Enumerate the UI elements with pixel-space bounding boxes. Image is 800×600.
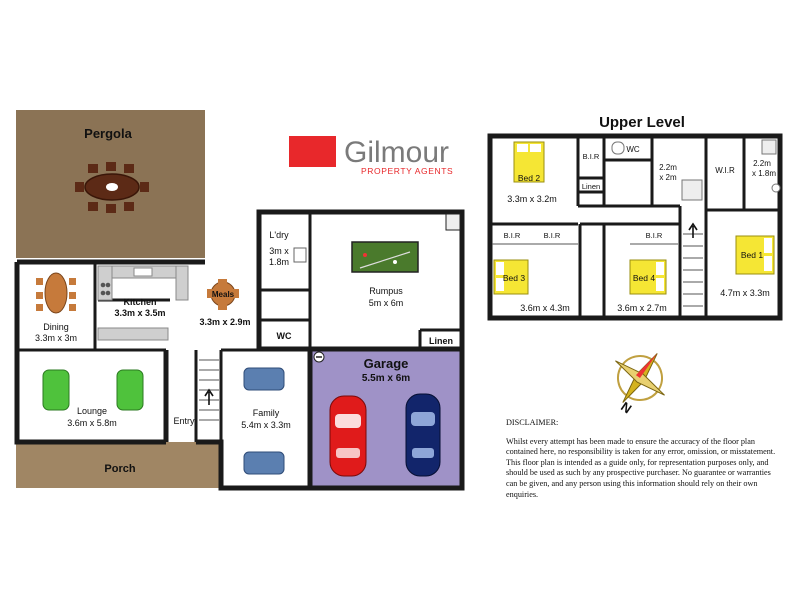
dining-table-icon (36, 272, 76, 314)
bed4-label: Bed 4 (633, 273, 655, 283)
bed3-size: 3.6m x 4.3m (520, 303, 570, 313)
ensuite-size-a: 2.2m (753, 159, 771, 168)
bed2-label: Bed 2 (518, 173, 540, 183)
kitchen-size: 3.3m x 3.5m (114, 308, 165, 318)
porch-label: Porch (104, 463, 135, 475)
toilet-icon (611, 141, 625, 155)
upper-linen-label: Linen (582, 182, 600, 191)
logo-red-square (289, 136, 336, 167)
lounge-size: 3.6m x 5.8m (67, 418, 117, 428)
bed2-size: 3.3m x 3.2m (507, 194, 557, 204)
disclaimer: DISCLAIMER: Whilst every attempt has bee… (506, 418, 776, 500)
bath-size-b: x 2m (659, 173, 677, 182)
disclaimer-body: Whilst every attempt has been made to en… (506, 436, 776, 499)
laundry-tub-icon (293, 247, 307, 263)
lounge-sofa-icon (42, 369, 144, 411)
upper-outer-walls (487, 133, 783, 321)
laundry-size-a: 3m x (269, 246, 289, 256)
bed3-bir-label-1: B.I.R (504, 231, 521, 240)
compass-north-label: N (618, 399, 634, 417)
upper-stairs (683, 222, 703, 307)
dining-label: Dining (43, 322, 69, 332)
pergola-table-icon (75, 162, 149, 213)
laundry-label: L'dry (269, 230, 289, 240)
upper-inner-walls (490, 136, 780, 318)
ground-linen-label: Linen (429, 336, 453, 346)
rumpus-label: Rumpus (369, 286, 403, 296)
bed2-bir-label: B.I.R (583, 152, 600, 161)
red-car-icon (329, 395, 367, 477)
ground-inner-walls (17, 212, 462, 488)
pergola-label: Pergola (84, 126, 132, 141)
ground-wc-label: WC (277, 331, 292, 341)
logo-tagline: PROPERTY AGENTS (361, 166, 453, 176)
garage-size: 5.5m x 6m (362, 373, 410, 384)
meals-label: Meals (212, 290, 235, 299)
wir-label: W.I.R (715, 166, 735, 175)
meals-table-icon (207, 279, 239, 310)
dining-size: 3.3m x 3m (35, 333, 77, 343)
bed4-bir-label: B.I.R (646, 231, 663, 240)
heater-icon (445, 213, 461, 231)
entry-label: Entry (173, 416, 195, 426)
bed1-label: Bed 1 (741, 250, 763, 260)
porch-area (16, 442, 221, 488)
ensuite-size-b: x 1.8m (752, 169, 776, 178)
compass-icon (615, 353, 665, 403)
garage-label: Garage (364, 356, 409, 371)
basin-icon (771, 183, 781, 193)
ensuite-shower-icon (761, 139, 777, 155)
meals-size: 3.3m x 2.9m (199, 317, 250, 327)
upper-wc-label: WC (626, 145, 640, 154)
family-size: 5.4m x 3.3m (241, 420, 291, 430)
family-sofa-icon (243, 367, 285, 475)
bed4-size: 3.6m x 2.7m (617, 303, 667, 313)
bed3-label: Bed 3 (503, 273, 525, 283)
kitchen-label: Kitchen (123, 297, 156, 307)
ground-stairs (199, 359, 219, 421)
upper-level-title: Upper Level (599, 114, 685, 131)
bed3-bir-label-2: B.I.R (544, 231, 561, 240)
laundry-size-b: 1.8m (269, 257, 289, 267)
bed1-size: 4.7m x 3.3m (720, 288, 770, 298)
kitchen-bench-icon (97, 265, 189, 341)
family-label: Family (253, 408, 280, 418)
bath-size-a: 2.2m (659, 163, 677, 172)
logo-name: Gilmour (344, 136, 449, 169)
blue-car-icon (405, 393, 441, 477)
rumpus-size: 5m x 6m (369, 298, 404, 308)
shower-icon (681, 179, 703, 201)
lounge-label: Lounge (77, 406, 107, 416)
disclaimer-heading: DISCLAIMER: (506, 418, 559, 427)
